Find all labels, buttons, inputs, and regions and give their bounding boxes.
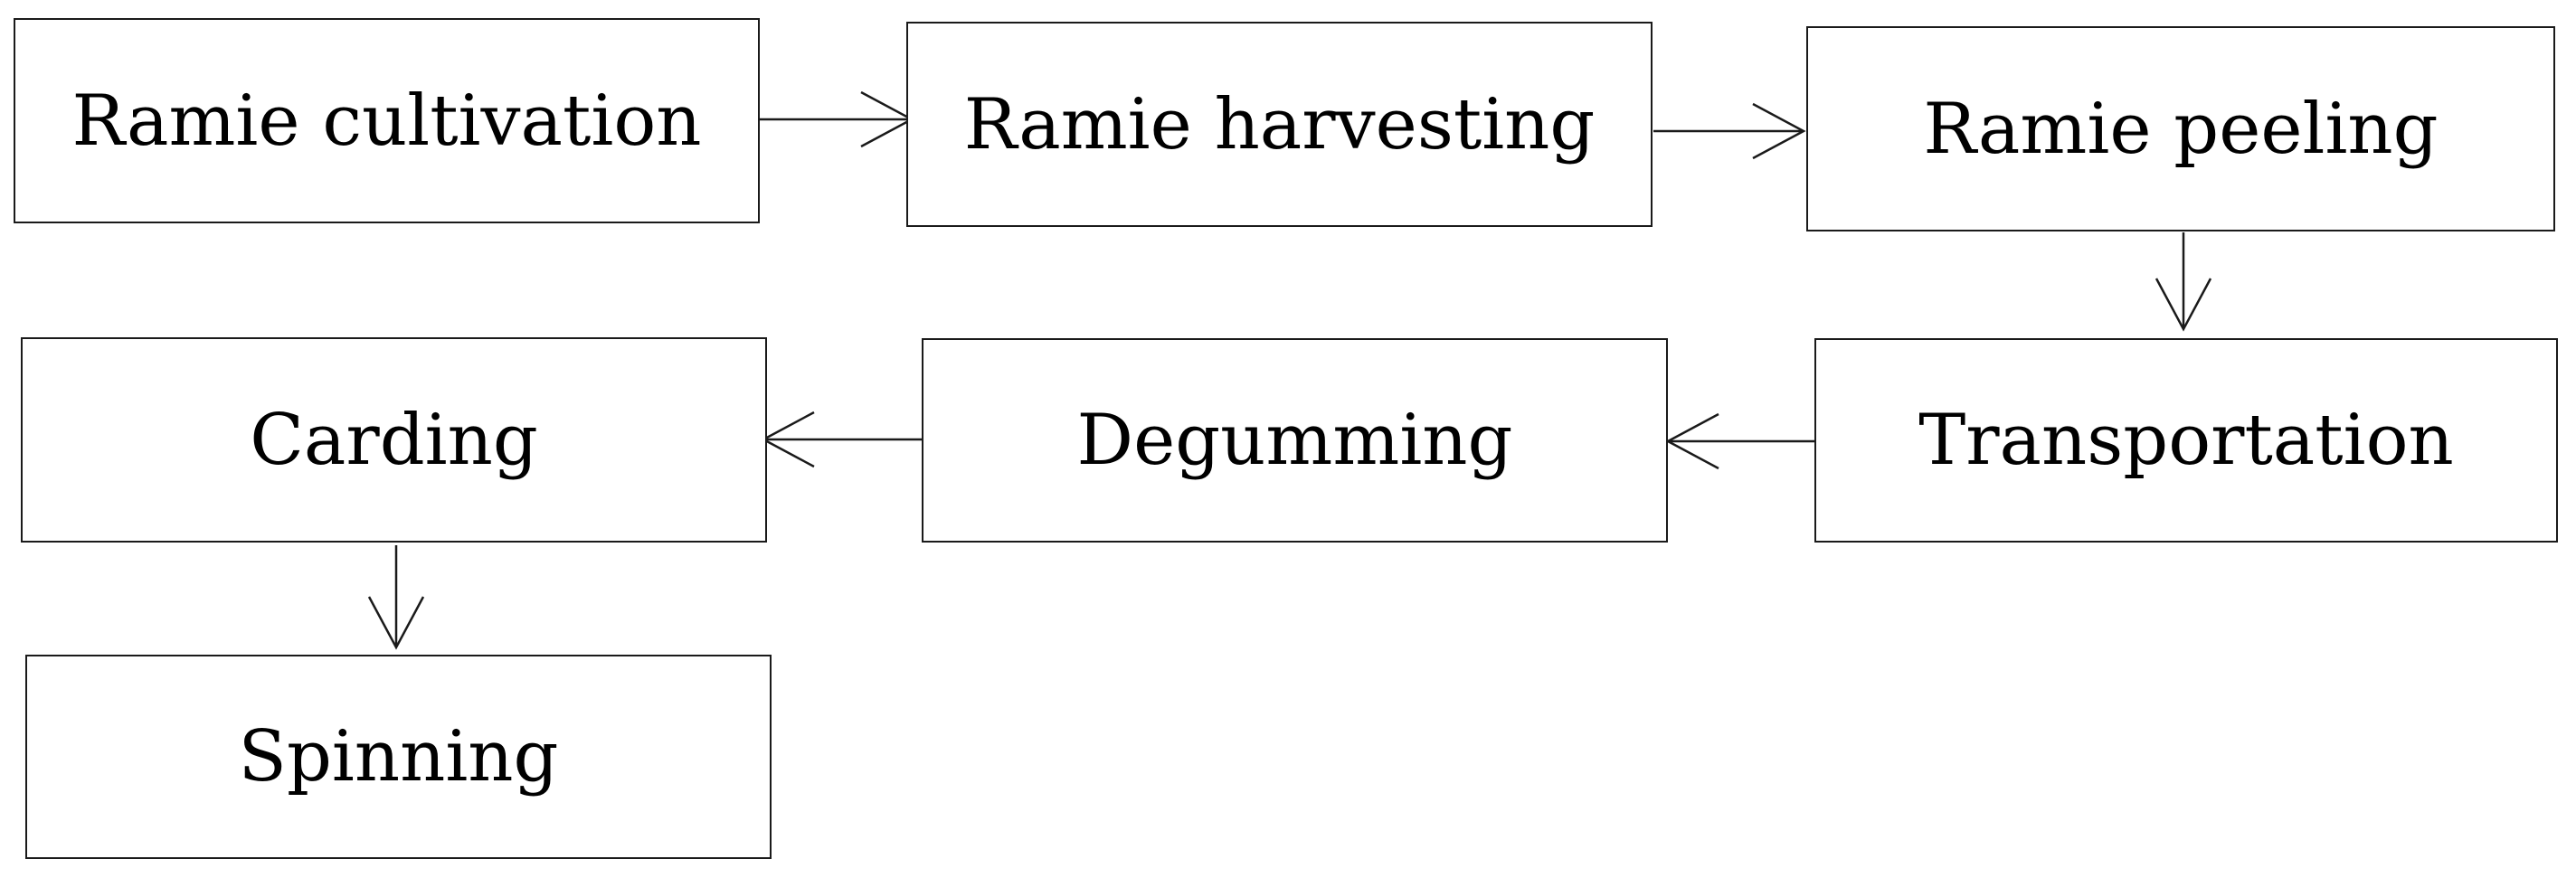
arrow-degumming-to-carding [761, 411, 923, 468]
arrow-cultivation-to-harvesting [760, 90, 914, 148]
node-label: Spinning [238, 716, 559, 798]
node-degumming: Degumming [922, 338, 1668, 543]
node-label: Carding [250, 399, 538, 481]
arrow-harvesting-to-peeling [1653, 102, 1806, 160]
node-carding: Carding [21, 337, 767, 543]
node-transportation: Transportation [1814, 338, 2558, 543]
node-label: Ramie cultivation [71, 80, 702, 162]
node-label: Transportation [1918, 400, 2454, 481]
node-ramie-peeling: Ramie peeling [1806, 26, 2555, 231]
node-label: Ramie peeling [1923, 88, 2439, 170]
node-ramie-harvesting: Ramie harvesting [906, 22, 1653, 227]
arrow-peeling-to-transportation [2155, 232, 2212, 332]
arrow-carding-to-spinning [367, 545, 425, 650]
node-label: Ramie harvesting [963, 83, 1596, 165]
node-ramie-cultivation: Ramie cultivation [14, 18, 760, 223]
arrow-transportation-to-degumming [1665, 412, 1814, 470]
node-spinning: Spinning [25, 655, 772, 859]
node-label: Degumming [1076, 400, 1513, 481]
